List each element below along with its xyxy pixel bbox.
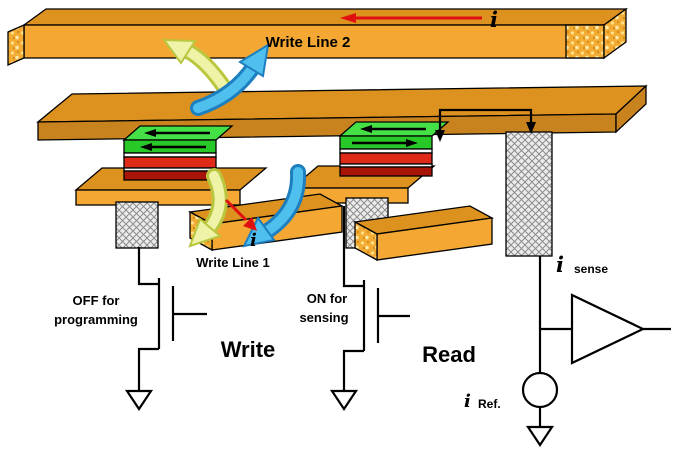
mtj-stack-2 [338,121,450,177]
flux-arrow-blue-top [190,43,270,116]
read-transistor [329,206,410,411]
current-symbol-top: i [490,7,498,32]
right-via-pillar [505,131,553,257]
ground-symbol-right [525,425,555,447]
off-label-line2: programming [54,312,138,327]
flux-arrow-blue-bottom [242,164,307,248]
sense-current-symbol: i [556,252,564,277]
write-line-2-left-cap [7,24,25,66]
word-line-bar [352,205,495,262]
magnetization-arrows-stack-1 [140,129,210,151]
write-line-2-end-cap [603,7,627,60]
ground-symbol-left [124,389,154,411]
ref-current-symbol: i [464,391,471,412]
bit-line-slab [36,84,648,141]
sense-amplifier [570,293,646,365]
on-label-line1: ON for [307,291,347,306]
flux-arrow-yellow-bottom [188,168,228,248]
write-transistor [124,247,207,411]
write-line-1-label: Write Line 1 [196,255,269,270]
magnetization-arrows-stack-2 [352,125,426,147]
current-arrow-write-line-1 [224,198,257,231]
ref-current-subscript: Ref. [478,397,501,411]
write-line-2-bar [7,7,628,66]
reference-current-source [521,371,559,409]
sense-current-subscript: sense [574,262,608,276]
sense-branch [521,256,671,447]
sense-current-path [435,108,536,142]
current-symbol-wl1: i [250,230,257,251]
write-line-2-label: Write Line 2 [266,34,351,51]
left-via-pillar [115,201,159,249]
off-label-line1: OFF for [73,293,120,308]
ground-symbol-middle [329,389,359,411]
current-arrow-top [340,13,482,23]
read-label: Read [422,342,476,367]
write-label: Write [221,337,276,362]
on-label-line2: sensing [299,310,348,325]
flux-arrow-yellow-top [161,38,234,98]
